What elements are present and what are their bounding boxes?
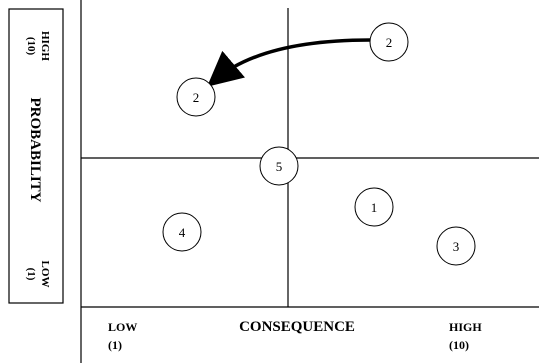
y-axis-title-group: PROBABILITY bbox=[27, 97, 43, 202]
risk-2-original-label: 2 bbox=[386, 35, 393, 50]
risk-4: 4 bbox=[162, 212, 202, 252]
risk-4-label: 4 bbox=[179, 225, 186, 240]
risk-1-label: 1 bbox=[371, 200, 378, 215]
y-axis-high-value: (10) bbox=[25, 37, 37, 56]
risk-1: 1 bbox=[354, 187, 394, 227]
y-axis-label-box bbox=[8, 8, 64, 304]
x-axis-low-label: LOW bbox=[108, 320, 137, 334]
y-axis-low-label: LOW bbox=[39, 261, 51, 288]
x-axis-high-label: HIGH bbox=[449, 320, 482, 334]
y-axis-low: LOW (1) bbox=[25, 261, 51, 288]
movement-arrow bbox=[206, 38, 371, 87]
risk-3: 3 bbox=[436, 226, 476, 266]
y-axis-high: HIGH (10) bbox=[25, 31, 51, 61]
y-axis-high-label: HIGH bbox=[39, 31, 51, 61]
y-axis-low-value: (1) bbox=[25, 268, 37, 281]
risk-2-original: 2 bbox=[369, 22, 409, 62]
x-axis-low-value: (1) bbox=[108, 338, 122, 352]
x-axis-high-value: (10) bbox=[449, 338, 469, 352]
x-axis-title: CONSEQUENCE bbox=[239, 319, 355, 335]
risk-5: 5 bbox=[259, 146, 299, 186]
risk-3-label: 3 bbox=[453, 239, 460, 254]
risk-2-moved-label: 2 bbox=[193, 90, 200, 105]
risk-5-label: 5 bbox=[276, 159, 283, 174]
risk-2-moved: 2 bbox=[176, 77, 216, 117]
y-axis-title: PROBABILITY bbox=[27, 97, 43, 202]
